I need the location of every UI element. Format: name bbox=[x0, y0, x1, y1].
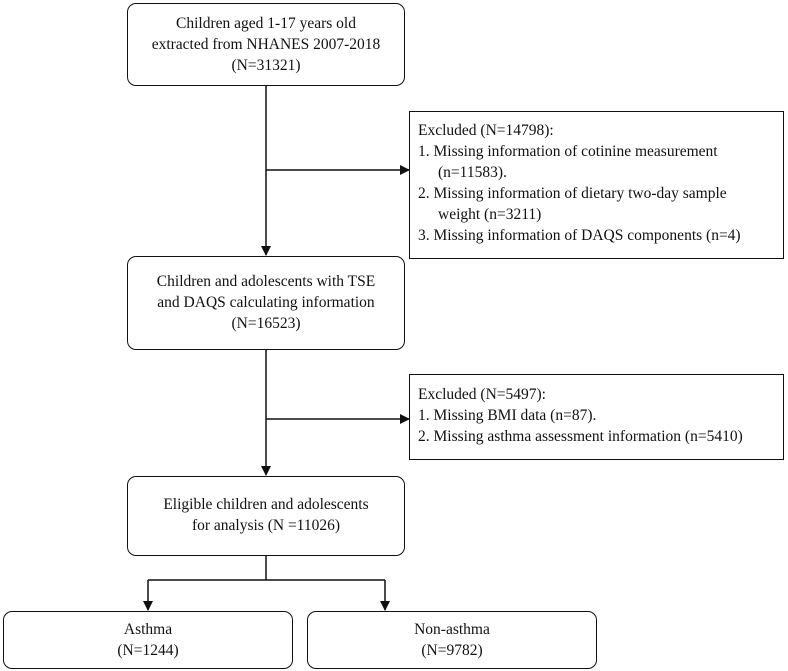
excluded-1-item-3: 3. Missing information of DAQS component… bbox=[418, 227, 741, 244]
excluded-1-item-2: 2. Missing information of dietary two-da… bbox=[418, 185, 727, 202]
asthma-node-line-1: Asthma bbox=[123, 621, 173, 638]
excluded-box-2: Excluded (N=5497): 1. Missing BMI data (… bbox=[409, 374, 784, 460]
middle-node: Children and adolescents with TSE and DA… bbox=[127, 256, 405, 350]
eligible-node-line-1: Eligible children and adolescents bbox=[163, 496, 369, 513]
excluded-2-item-1: 1. Missing BMI data (n=87). bbox=[418, 407, 597, 424]
excluded-1-item-2-cont: weight (n=3211) bbox=[438, 206, 542, 223]
start-node-line-1: Children aged 1-17 years old bbox=[176, 15, 356, 32]
excluded-1-item-1-cont: (n=11583). bbox=[438, 164, 507, 181]
middle-node-line-1: Children and adolescents with TSE bbox=[156, 273, 376, 290]
excluded-1-header: Excluded (N=14798): bbox=[418, 122, 554, 139]
excluded-2-item-2: 2. Missing asthma assessment information… bbox=[418, 428, 743, 445]
asthma-node: Asthma (N=1244) bbox=[3, 611, 293, 669]
excluded-2-header: Excluded (N=5497): bbox=[418, 386, 546, 403]
excluded-box-1: Excluded (N=14798): 1. Missing informati… bbox=[409, 111, 784, 259]
excluded-1-item-1: 1. Missing information of cotinine measu… bbox=[418, 143, 718, 160]
start-node: Children aged 1-17 years old extracted f… bbox=[127, 3, 405, 86]
start-node-line-3: (N=31321) bbox=[231, 57, 301, 74]
middle-node-line-2: and DAQS calculating information bbox=[157, 294, 375, 311]
non-asthma-node: Non-asthma (N=9782) bbox=[307, 611, 597, 669]
non-asthma-node-line-1: Non-asthma bbox=[414, 621, 490, 638]
eligible-node: Eligible children and adolescents for an… bbox=[127, 476, 405, 556]
non-asthma-node-line-2: (N=9782) bbox=[421, 642, 483, 659]
middle-node-line-3: (N=16523) bbox=[231, 315, 301, 332]
asthma-node-line-2: (N=1244) bbox=[117, 642, 179, 659]
eligible-node-line-2: for analysis (N =11026) bbox=[191, 517, 341, 534]
start-node-line-2: extracted from NHANES 2007-2018 bbox=[151, 36, 381, 53]
